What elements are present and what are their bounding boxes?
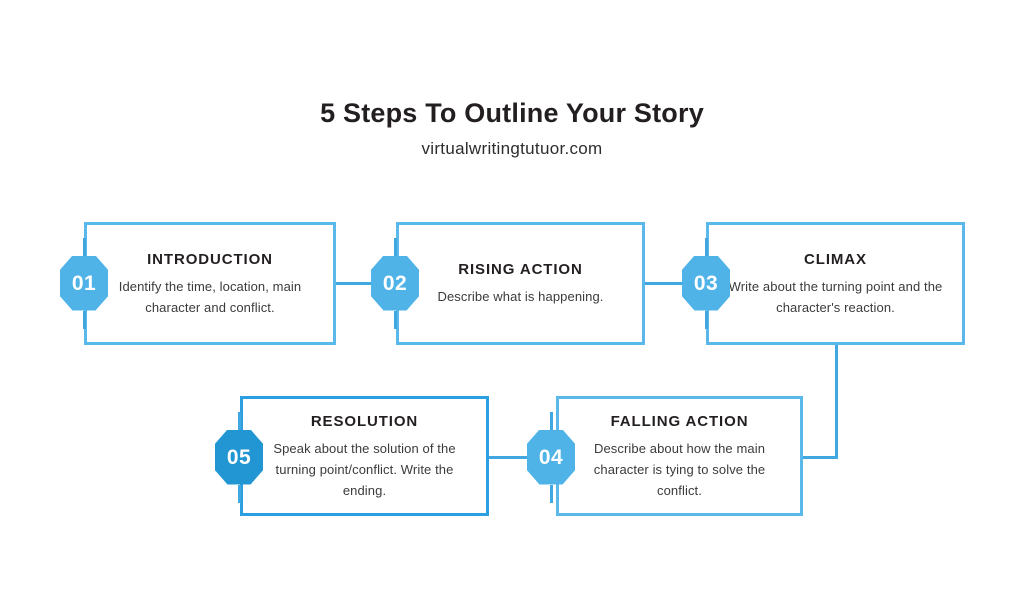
header: 5 Steps To Outline Your Story virtualwri… [0,96,1024,161]
step-badge-03[interactable]: 03 [682,235,730,331]
step-badge-01[interactable]: 01 [60,235,108,331]
page-subtitle: virtualwritingtutuor.com [421,139,603,158]
connector-step4-step5 [487,456,557,459]
badge-number: 02 [382,271,408,295]
page-title: 5 Steps To Outline Your Story [320,98,704,128]
step-heading: FALLING ACTION [610,412,749,430]
badge-tick-bottom [393,310,397,329]
connector-step3-step4 [801,456,838,459]
step-heading: CLIMAX [804,250,867,268]
badge-tick-bottom [704,310,708,329]
step-heading: RESOLUTION [310,412,419,430]
step-description: Describe what is happening. [437,289,604,304]
step-heading: RISING ACTION [458,261,583,278]
badge-tick-top [237,411,241,430]
step-description: Describe about how the main character is… [593,440,766,498]
badge-shape: 03 [682,255,730,311]
badge-tick-top [704,237,708,256]
step-card-resolution[interactable]: RESOLUTION Speak about the solution of t… [240,396,489,516]
badge-shape: 02 [371,255,419,311]
badge-tick-bottom [237,484,241,503]
step-description: Write about the turning point and the ch… [728,278,943,315]
step-description: Speak about the solution of the turning … [273,440,456,498]
badge-tick-top [82,237,86,256]
badge-number: 01 [71,271,97,295]
connector-step1-step2 [334,282,398,285]
badge-shape: 04 [527,429,575,485]
step-card-climax[interactable]: CLIMAX Write about the turning point and… [706,222,965,345]
badge-tick-bottom [549,484,553,503]
badge-shape: 05 [215,429,263,485]
step-badge-04[interactable]: 04 [527,409,575,505]
badge-number: 04 [538,445,564,469]
connector-step3-down [835,343,838,459]
badge-shape: 01 [60,255,108,311]
step-card-rising-action[interactable]: RISING ACTION Describe what is happening… [396,222,645,345]
badge-number: 05 [226,445,252,469]
badge-number: 03 [693,271,719,295]
step-card-introduction[interactable]: INTRODUCTION Identify the time, location… [84,222,336,345]
badge-tick-top [393,237,397,256]
connector-step2-step3 [644,282,708,285]
step-card-falling-action[interactable]: FALLING ACTION Describe about how the ma… [556,396,803,516]
connector-step5-stub [487,456,501,459]
badge-tick-bottom [82,310,86,329]
step-description: Identify the time, location, main charac… [118,278,302,315]
step-badge-02[interactable]: 02 [371,235,419,331]
badge-tick-top [549,411,553,430]
step-heading: INTRODUCTION [147,250,273,268]
step-badge-05[interactable]: 05 [215,409,263,505]
